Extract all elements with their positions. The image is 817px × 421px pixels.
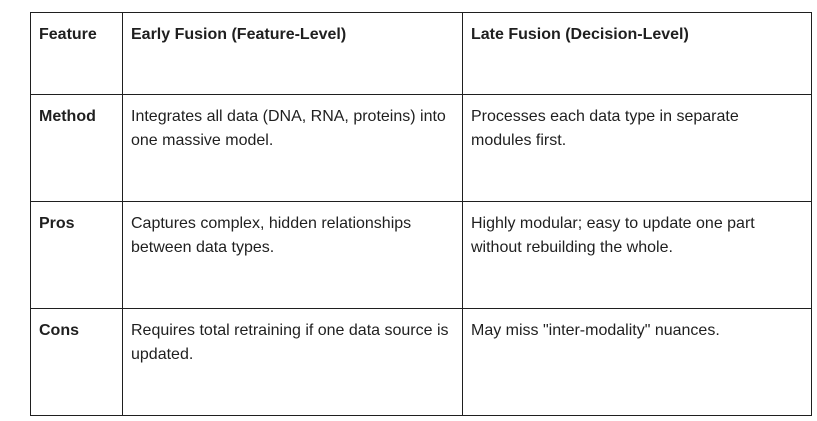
table-header-row: Feature Early Fusion (Feature-Level) Lat…	[30, 12, 812, 95]
cell-cons-late: May miss "inter-modality" nuances.	[462, 308, 812, 416]
row-label-cons: Cons	[30, 308, 123, 416]
cell-pros-early: Captures complex, hidden relationships b…	[122, 201, 463, 309]
row-label-method: Method	[30, 94, 123, 202]
cell-pros-late: Highly modular; easy to update one part …	[462, 201, 812, 309]
header-early-fusion: Early Fusion (Feature-Level)	[122, 12, 463, 95]
header-late-fusion: Late Fusion (Decision-Level)	[462, 12, 812, 95]
fusion-comparison-table: Feature Early Fusion (Feature-Level) Lat…	[30, 12, 812, 416]
header-feature: Feature	[30, 12, 123, 95]
table-row-pros: Pros Captures complex, hidden relationsh…	[30, 201, 812, 309]
cell-method-late: Processes each data type in separate mod…	[462, 94, 812, 202]
row-label-pros: Pros	[30, 201, 123, 309]
table-row-cons: Cons Requires total retraining if one da…	[30, 308, 812, 416]
cell-method-early: Integrates all data (DNA, RNA, proteins)…	[122, 94, 463, 202]
cell-cons-early: Requires total retraining if one data so…	[122, 308, 463, 416]
table-row-method: Method Integrates all data (DNA, RNA, pr…	[30, 94, 812, 202]
